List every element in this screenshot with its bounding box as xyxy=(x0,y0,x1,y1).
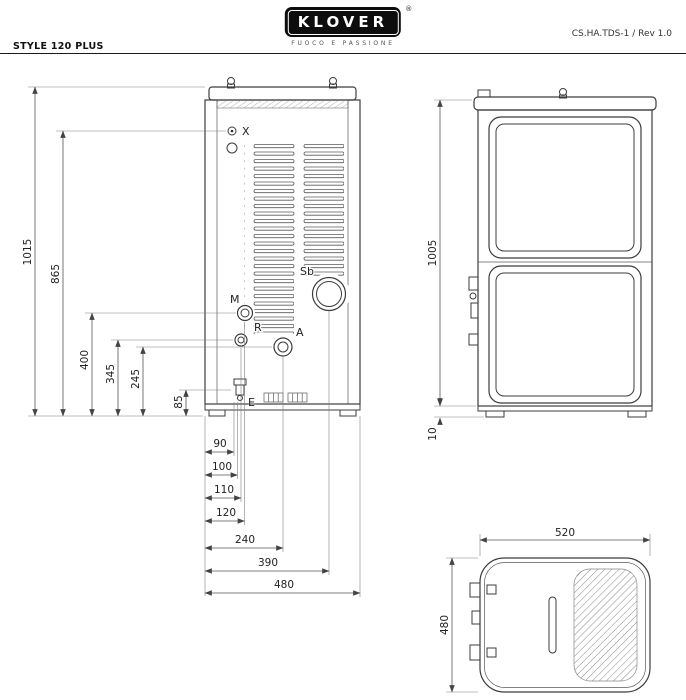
dim-10-label: 10 xyxy=(427,427,439,440)
port-r xyxy=(234,333,248,347)
dim-480-label: 480 xyxy=(274,579,294,591)
klover-logo-box: KLOVER ® xyxy=(284,5,412,37)
top-center-slot xyxy=(548,596,557,654)
dim-1015-label: 1015 xyxy=(22,239,34,266)
klover-logo: KLOVER ® FUOCO E PASSIONE xyxy=(284,5,412,47)
port-x-label: X xyxy=(242,125,250,138)
side-view-drawing: 1005 10 xyxy=(426,88,657,442)
port-m-label: M xyxy=(230,293,240,306)
dim-90-label: 90 xyxy=(213,438,226,450)
top-fittings xyxy=(469,582,497,661)
rear-top-cap xyxy=(208,86,357,101)
side-top-cap xyxy=(473,96,657,111)
document-reference: CS.HA.TDS-1 / Rev 1.0 xyxy=(571,29,672,39)
dim-1005-label: 1005 xyxy=(427,240,439,267)
dim-865-label: 865 xyxy=(50,264,62,284)
dim-390-label: 390 xyxy=(258,557,278,569)
port-a xyxy=(273,337,293,357)
dim-240-label: 240 xyxy=(235,534,255,546)
rear-bottom-extension-lines xyxy=(204,311,361,597)
side-upper-panel xyxy=(488,116,642,259)
top-view-drawing: 520 480 xyxy=(438,526,651,693)
dim-100-label: 100 xyxy=(212,461,232,473)
header-divider xyxy=(0,53,686,54)
port-sb-label: Sb xyxy=(300,265,314,278)
brand-name: KLOVER xyxy=(297,13,389,31)
dim-85-label: 85 xyxy=(173,395,185,408)
rear-view-drawing: X Sb M R A xyxy=(21,77,361,597)
side-hydraulic-fittings xyxy=(468,276,479,346)
port-e-drain xyxy=(233,378,247,401)
port-a-label: A xyxy=(296,326,304,339)
rear-base xyxy=(204,403,361,417)
rear-vertical-dimensions xyxy=(32,86,189,417)
rear-top-bolts xyxy=(227,77,337,89)
top-body-outline xyxy=(479,557,651,693)
side-extension-lines xyxy=(434,99,484,418)
port-e-label: E xyxy=(248,396,255,409)
registered-trademark-icon: ® xyxy=(405,5,413,13)
vent-slots xyxy=(244,144,344,334)
port-x xyxy=(226,126,238,154)
dim-110-label: 110 xyxy=(214,484,234,496)
dim-245-label: 245 xyxy=(130,369,142,389)
side-lower-panel xyxy=(488,265,642,404)
port-r-label: R xyxy=(254,321,262,334)
terminal-blocks xyxy=(263,392,308,403)
brand-tagline: FUOCO E PASSIONE xyxy=(291,40,395,47)
dim-120-label: 120 xyxy=(216,507,236,519)
dim-400-label: 400 xyxy=(79,350,91,370)
port-sb-flue-outlet xyxy=(311,276,347,312)
rear-extension-lines xyxy=(28,86,272,417)
dim-520-label: 520 xyxy=(555,527,575,539)
rear-top-hatch-band xyxy=(216,99,349,109)
model-title: STYLE 120 PLUS xyxy=(13,41,104,52)
side-base xyxy=(477,405,653,418)
dim-480-depth-label: 480 xyxy=(439,615,451,635)
dim-345-label: 345 xyxy=(105,364,117,384)
top-grille xyxy=(573,568,638,682)
port-m xyxy=(236,304,254,322)
rear-horizontal-dimensions xyxy=(204,449,361,596)
